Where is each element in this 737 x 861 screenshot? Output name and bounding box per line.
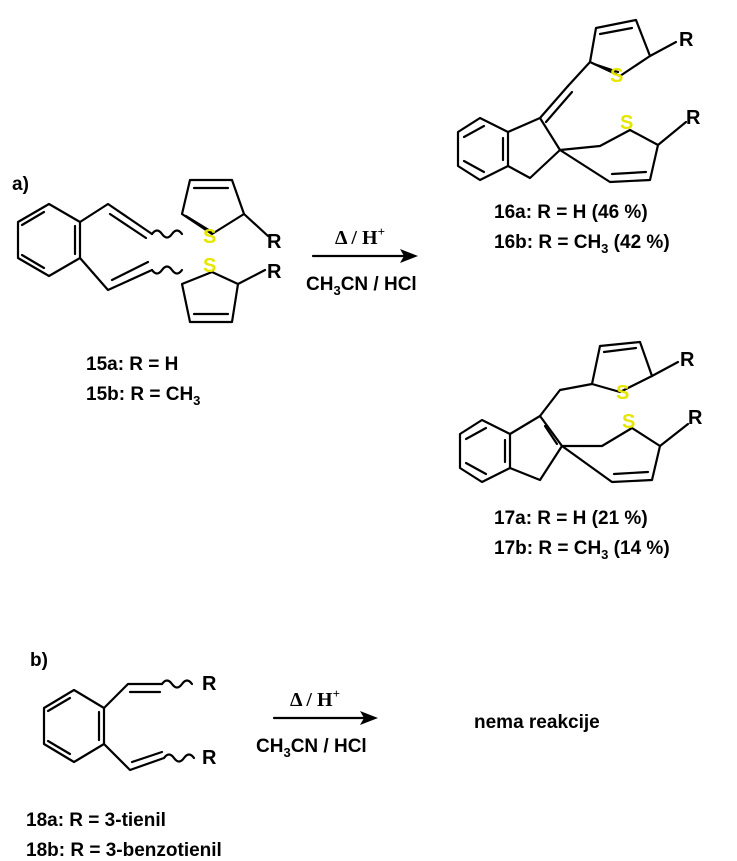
label-16b-yield: (42 %) (608, 232, 669, 253)
label-18b: 18b: R = 3-benzotienil (26, 840, 222, 861)
solvent-b-post: CN / HCl (291, 736, 367, 757)
label-15b: 15b: R = CH3 (86, 384, 200, 408)
atom-s-16-lower: S (620, 112, 633, 134)
atom-r-18-lower: R (202, 747, 217, 769)
label-16b-main: 16b: R = CH (494, 232, 601, 253)
part-a-label: a) (12, 174, 29, 195)
condition-delta-h-b-text: Δ / H (290, 689, 333, 711)
solvent-a-sub: 3 (333, 283, 340, 298)
atom-s-16-upper: S (610, 65, 623, 87)
atom-r-18-upper: R (202, 673, 217, 695)
label-15b-main: 15b: R = CH (86, 384, 193, 405)
condition-plus-b: + (333, 686, 340, 701)
atom-s-17-upper: S (616, 382, 629, 404)
label-18a: 18a: R = 3-tienil (26, 810, 166, 831)
label-17b-sub: 3 (601, 547, 608, 562)
label-16b-sub: 3 (601, 241, 608, 256)
atom-s-17-lower: S (622, 411, 635, 433)
compound-18-structure (42, 679, 196, 772)
atom-s-15-lower: S (203, 255, 216, 277)
label-17a: 17a: R = H (21 %) (494, 508, 648, 529)
atom-r-17-upper: R (680, 349, 695, 371)
condition-solvent-a: CH3CN / HCl (306, 274, 417, 298)
solvent-b-sub: 3 (283, 745, 290, 760)
condition-delta-h-b: Δ / H+ (290, 686, 340, 711)
compound-15-structure (16, 178, 270, 324)
label-16a: 16a: R = H (46 %) (494, 202, 648, 223)
condition-plus-a: + (378, 224, 385, 239)
solvent-a-pre: CH (306, 274, 333, 295)
atom-r-16-upper: R (679, 29, 694, 51)
atom-r-17-lower: R (688, 407, 703, 429)
label-17b: 17b: R = CH3 (14 %) (494, 538, 670, 562)
solvent-a-post: CN / HCl (341, 274, 417, 295)
label-17b-yield: (14 %) (608, 538, 669, 559)
atom-r-15-lower: R (267, 261, 282, 283)
atom-r-16-lower: R (686, 107, 701, 129)
condition-delta-h-a-text: Δ / H (335, 227, 378, 249)
reaction-arrow-b: Δ / H+ CH3CN / HCl (256, 686, 378, 760)
reaction-arrow-a: Δ / H+ CH3CN / HCl (306, 224, 418, 298)
label-15b-sub: 3 (193, 393, 200, 408)
atom-s-15-upper: S (203, 226, 216, 248)
label-15a: 15a: R = H (86, 354, 178, 375)
compound-17-structure (458, 340, 690, 484)
no-reaction-text: nema reakcije (474, 712, 600, 733)
label-17b-main: 17b: R = CH (494, 538, 601, 559)
atom-r-15-upper: R (267, 231, 282, 253)
part-b-label: b) (30, 650, 48, 671)
solvent-b-pre: CH (256, 736, 283, 757)
label-16b: 16b: R = CH3 (42 %) (494, 232, 670, 256)
condition-solvent-b: CH3CN / HCl (256, 736, 367, 760)
compound-16-structure (456, 18, 688, 184)
condition-delta-h-a: Δ / H+ (335, 224, 385, 249)
